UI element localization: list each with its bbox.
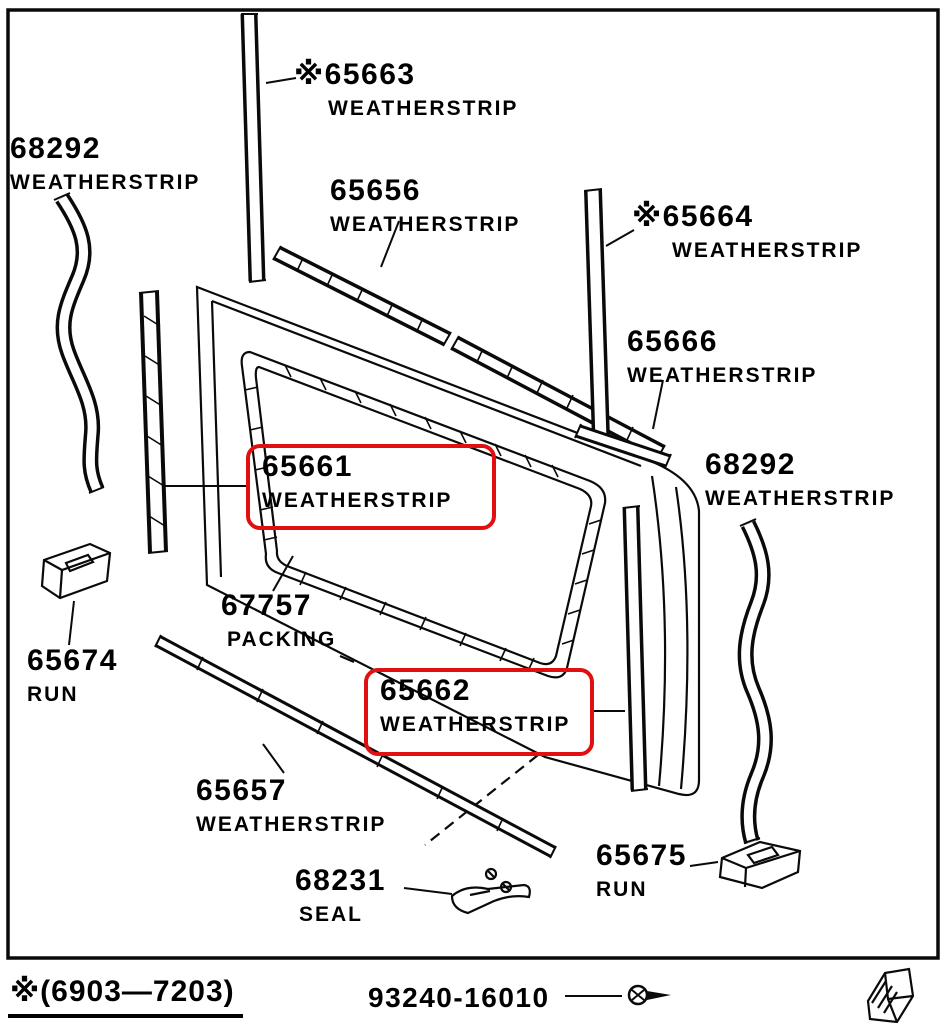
part-caption: WEATHERSTRIP: [328, 97, 519, 120]
part-caption: WEATHERSTRIP: [705, 487, 896, 510]
part-label-68292-right: 68292 WEATHERSTRIP: [705, 448, 896, 510]
part-number: 65657: [196, 774, 287, 807]
part-number: 65662: [380, 674, 471, 707]
part-number: 65675: [596, 839, 687, 872]
part-label-65656: 65656 WEATHERSTRIP: [330, 174, 521, 236]
weatherstrip-65664-part: [583, 188, 611, 442]
part-caption: WEATHERSTRIP: [672, 239, 863, 262]
weatherstrip-68292-left-part: [53, 192, 105, 494]
part-number: 68292: [10, 132, 101, 165]
part-label-68231: 68231 SEAL: [295, 864, 386, 926]
run-65674-part: [40, 542, 112, 600]
part-number: 65661: [262, 450, 353, 483]
part-number: ※65664: [632, 200, 754, 233]
part-number: 65656: [330, 174, 421, 207]
weatherstrip-68292-right-part: [737, 518, 773, 845]
part-label-65674: 65674 RUN: [27, 644, 118, 706]
weatherstrip-65662-part: [622, 505, 649, 792]
ring-hatching: [244, 364, 602, 672]
part-number: 67757: [221, 589, 312, 622]
part-caption: SEAL: [299, 903, 364, 926]
part-caption: WEATHERSTRIP: [10, 171, 201, 194]
part-caption: WEATHERSTRIP: [330, 213, 521, 236]
part-number: 68231: [295, 864, 386, 897]
footer-part-number: 93240-16010: [368, 982, 550, 1013]
weatherstrip-65666-part: [574, 423, 672, 469]
screw-icon: [627, 984, 671, 1006]
part-caption: WEATHERSTRIP: [262, 489, 453, 512]
part-label-65661: 65661 WEATHERSTRIP: [262, 450, 453, 512]
part-number: 65666: [627, 325, 718, 358]
part-caption: PACKING: [227, 628, 337, 651]
part-label-65657: 65657 WEATHERSTRIP: [196, 774, 387, 836]
part-number: ※65663: [294, 58, 416, 91]
seal-68231-part: [450, 867, 531, 915]
leader-lines: [68, 77, 719, 997]
part-caption: RUN: [596, 878, 648, 901]
footer-applicability-note: ※(6903—7203): [8, 974, 243, 1018]
part-label-67757: 67757 PACKING: [221, 589, 337, 651]
weatherstrip-65657-part: [154, 634, 557, 859]
weatherstrip-65661-part: [138, 290, 169, 554]
part-caption: WEATHERSTRIP: [627, 364, 818, 387]
run-65675-part: [718, 840, 802, 890]
tailgate-frame: [195, 285, 701, 846]
part-label-65666: 65666 WEATHERSTRIP: [627, 325, 818, 387]
part-caption: WEATHERSTRIP: [196, 813, 387, 836]
part-number: 68292: [705, 448, 796, 481]
part-label-65675: 65675 RUN: [596, 839, 687, 901]
weatherstrip-65656-part: [272, 245, 666, 460]
part-label-65663: ※65663 WEATHERSTRIP: [294, 58, 519, 120]
part-caption: WEATHERSTRIP: [380, 713, 571, 736]
part-label-65662: 65662 WEATHERSTRIP: [380, 674, 571, 736]
part-label-65664: ※65664 WEATHERSTRIP: [632, 200, 863, 262]
weatherstrip-65663-part: [240, 13, 267, 283]
part-caption: RUN: [27, 683, 79, 706]
grommet-icon: [866, 967, 915, 1024]
diagram-border: [6, 8, 940, 960]
highlight-box-65662: [364, 668, 594, 756]
highlight-box-65661: [246, 444, 496, 530]
part-number: 65674: [27, 644, 118, 677]
part-label-68292-left: 68292 WEATHERSTRIP: [10, 132, 201, 194]
